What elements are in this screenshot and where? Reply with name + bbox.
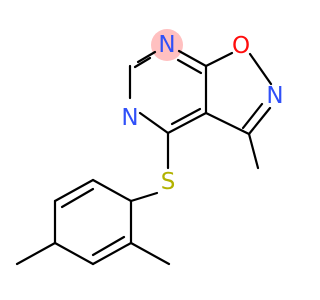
bond <box>247 106 272 136</box>
bond <box>133 56 152 69</box>
bond <box>166 111 208 135</box>
bond <box>91 178 133 203</box>
bond <box>241 102 264 130</box>
bond <box>136 50 157 64</box>
bond <box>204 111 251 136</box>
atom-n-pyrimidine-top: N <box>158 32 175 58</box>
atom-s-thioether: S <box>161 169 176 195</box>
bond <box>176 58 203 75</box>
bond <box>60 187 95 209</box>
bond <box>248 52 273 86</box>
bond <box>15 241 57 266</box>
bond <box>91 241 133 266</box>
atom-o-isoxazole: O <box>232 33 250 59</box>
structure-canvas: N N O N S <box>15 29 284 266</box>
molecule-structure: N N O N S <box>15 29 284 266</box>
atom-n-isoxazole: N <box>266 83 283 109</box>
bond <box>53 178 95 203</box>
atom-n-pyrimidine-left: N <box>121 105 138 131</box>
bond <box>177 49 208 68</box>
atom-highlight <box>151 29 183 61</box>
bond <box>204 51 234 68</box>
bond <box>53 241 95 266</box>
bond <box>138 111 170 135</box>
bond <box>247 132 260 170</box>
bond <box>91 235 126 257</box>
bond <box>129 191 159 203</box>
bond <box>129 241 171 266</box>
bond <box>170 107 202 126</box>
